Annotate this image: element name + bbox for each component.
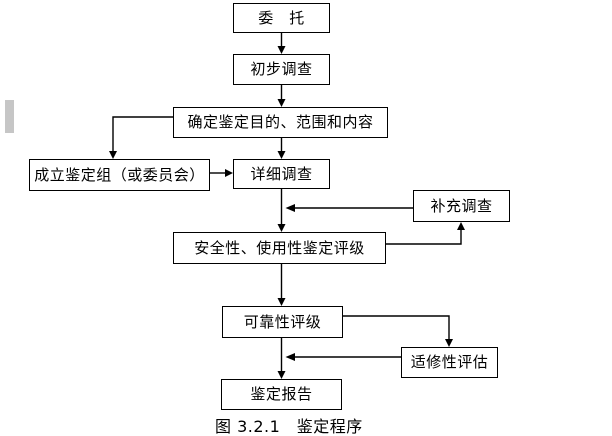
left-scrollbar-thumb[interactable] <box>5 100 14 133</box>
figure-caption: 图 3.2.1 鉴定程序 <box>215 417 363 436</box>
node-detailed-survey: 详细调查 <box>233 159 330 189</box>
edge-repairability-to-report-line <box>285 353 401 361</box>
arrow-down-icon <box>277 151 286 159</box>
edge-detailed-to-safety <box>277 189 286 232</box>
arrow-right-icon <box>225 169 233 177</box>
edge-reliability-to-repairability <box>343 315 453 347</box>
node-supplementary-survey: 补充调查 <box>413 190 510 222</box>
node-repairability-assessment: 适修性评估 <box>401 347 498 378</box>
edge-safety-to-reliability <box>277 264 286 306</box>
node-safety-usability-rating: 安全性、使用性鉴定评级 <box>173 232 386 264</box>
node-reliability-rating: 可靠性评级 <box>222 306 343 338</box>
edge-reliability-to-report <box>277 338 286 379</box>
arrow-left-icon <box>285 353 295 361</box>
edge-preliminary-to-determine <box>277 85 286 107</box>
arrow-down-icon <box>277 298 286 306</box>
arrow-down-icon <box>277 371 286 379</box>
edge-supplementary-to-safety-line <box>285 204 413 212</box>
edge-line <box>343 315 450 339</box>
arrow-down-icon <box>277 46 286 54</box>
arrow-left-icon <box>285 204 295 212</box>
arrow-down-icon <box>445 339 453 347</box>
node-form-appraisal-group: 成立鉴定组（或委员会） <box>29 159 210 191</box>
edge-line <box>386 230 462 245</box>
node-entrust: 委 托 <box>233 3 330 33</box>
edge-entrust-to-preliminary <box>277 33 286 54</box>
arrow-up-icon <box>457 222 465 230</box>
edge-line <box>112 116 173 151</box>
arrow-down-icon <box>109 151 117 159</box>
edge-form-group-to-detailed <box>210 169 233 177</box>
node-determine-scope: 确定鉴定目的、范围和内容 <box>173 107 388 138</box>
node-preliminary-survey: 初步调查 <box>233 54 330 85</box>
edge-determine-to-form-group <box>109 116 173 159</box>
edge-safety-to-supplementary <box>386 222 465 245</box>
arrow-down-icon <box>277 99 286 107</box>
arrow-down-icon <box>277 224 286 232</box>
node-appraisal-report: 鉴定报告 <box>221 379 342 410</box>
edge-determine-to-detailed <box>277 138 286 159</box>
